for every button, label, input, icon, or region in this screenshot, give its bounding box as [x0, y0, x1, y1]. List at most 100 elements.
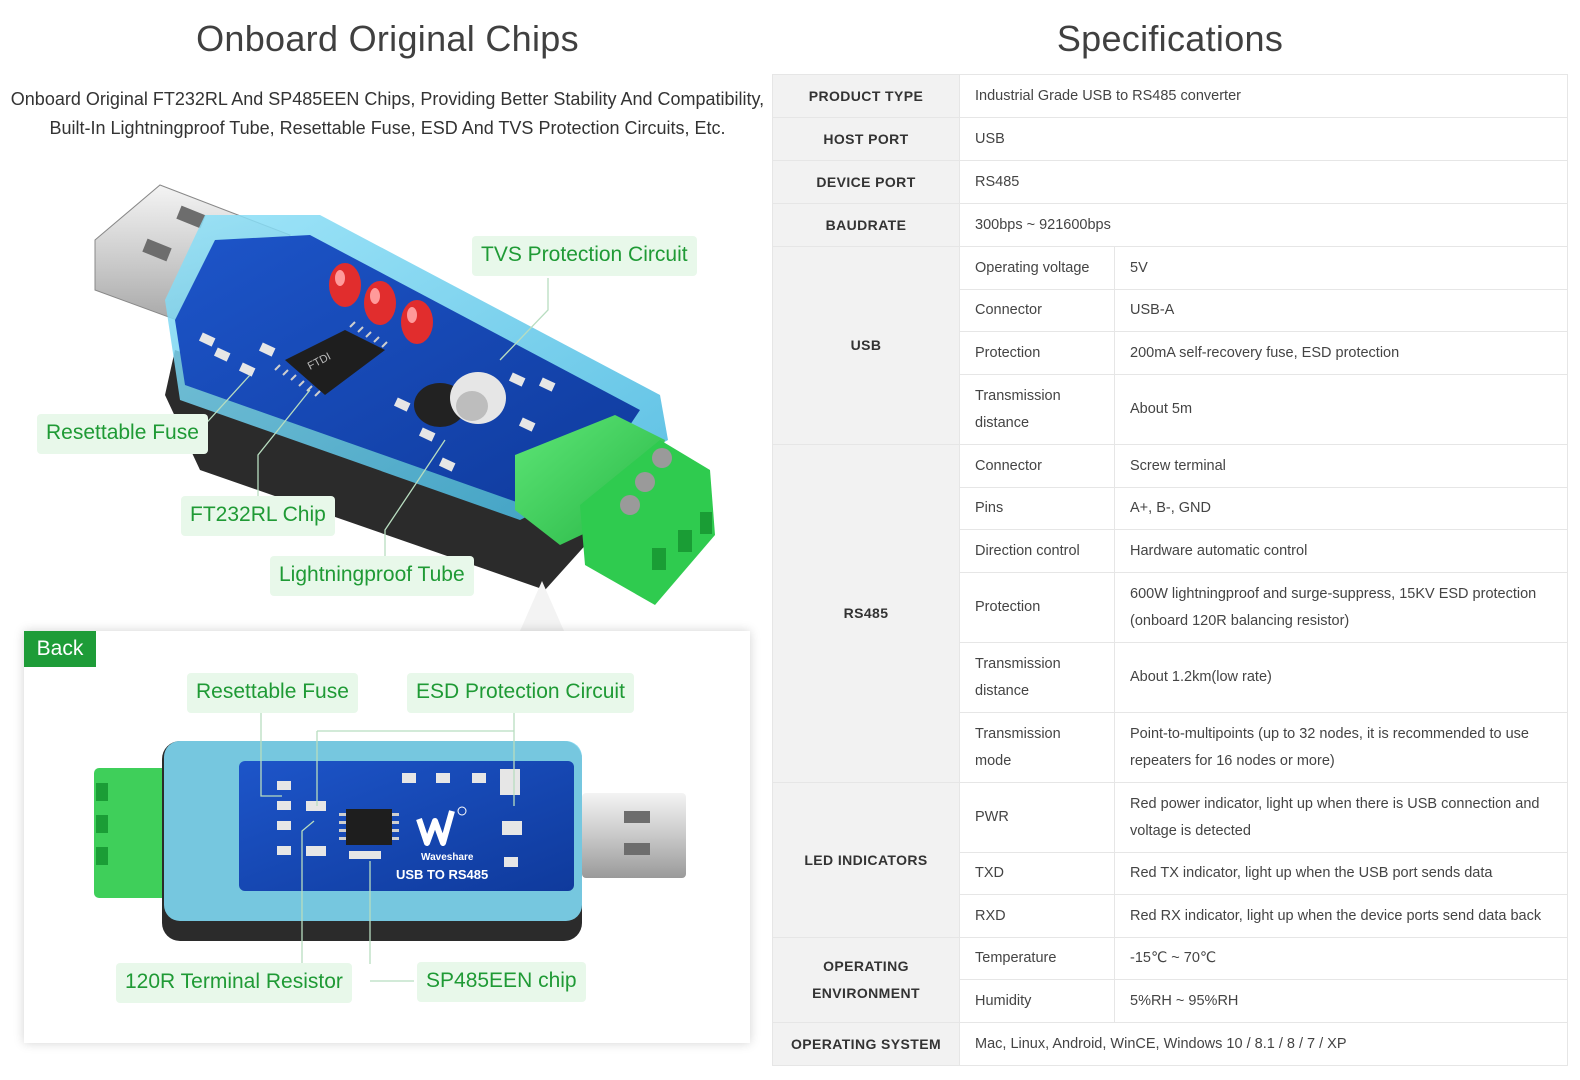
- row-header: PRODUCT TYPE: [772, 74, 960, 118]
- row-value: USB-A: [1114, 289, 1568, 332]
- callout-ft232rl-chip: FT232RL Chip: [181, 496, 335, 536]
- back-card-pointer: [520, 581, 564, 631]
- row-key: Connector: [959, 289, 1115, 332]
- row-value-line: repeaters for 16 nodes or more): [1130, 752, 1335, 769]
- front-pcb-pads: [198, 332, 556, 472]
- callout-sp485een-chip: SP485EEN chip: [417, 962, 586, 1002]
- front-pcb: [175, 235, 640, 505]
- row-value: RS485: [959, 160, 1568, 204]
- row-key: TXD: [959, 852, 1115, 895]
- back-callout-lines: [260, 713, 515, 982]
- table-row: BAUDRATE 300bps ~ 921600bps: [772, 203, 1568, 247]
- row-key: Transmission distance: [959, 374, 1115, 445]
- callout-tvs-protection: TVS Protection Circuit: [472, 236, 697, 276]
- row-value: 200mA self-recovery fuse, ESD protection: [1114, 331, 1568, 375]
- group-header-led: LED INDICATORS: [772, 782, 960, 938]
- row-key-line: Transmission: [975, 387, 1061, 404]
- back-pcb-pads: [277, 769, 522, 867]
- row-value: Red TX indicator, light up when the USB …: [1114, 852, 1568, 895]
- description-line-2: Built-In Lightningproof Tube, Resettable…: [49, 118, 726, 138]
- row-value-line: Red power indicator, light up when there…: [1130, 795, 1540, 812]
- table-row: Protection 200mA self-recovery fuse, ESD…: [773, 331, 1568, 375]
- table-row: HOST PORT USB: [772, 117, 1568, 161]
- row-key-line: mode: [975, 752, 1012, 769]
- row-value: 5%RH ~ 95%RH: [1114, 979, 1568, 1023]
- table-row: Connector USB-A: [773, 289, 1568, 332]
- callout-lightningproof-tube: Lightningproof Tube: [270, 556, 474, 596]
- red-led-indicators: [329, 263, 433, 344]
- table-row: Transmission mode Point-to-multipoints (…: [773, 712, 1568, 783]
- table-row: Direction control Hardware automatic con…: [773, 529, 1568, 573]
- row-value: 300bps ~ 921600bps: [959, 203, 1568, 247]
- back-board-illustration: Waveshare USB TO RS485: [94, 713, 686, 982]
- specifications-table: PRODUCT TYPE Industrial Grade USB to RS4…: [772, 74, 1568, 1066]
- row-header: BAUDRATE: [772, 203, 960, 247]
- back-tag: Back: [24, 631, 96, 667]
- back-pcb: [239, 761, 574, 891]
- row-key: Protection: [959, 572, 1115, 643]
- row-value: 5V: [1114, 246, 1568, 290]
- front-callout-lines: [199, 278, 549, 558]
- row-key: RXD: [959, 894, 1115, 938]
- row-value-line: 600W lightningproof and surge-suppress, …: [1130, 585, 1537, 602]
- row-value: -15℃ ~ 70℃: [1114, 937, 1568, 980]
- row-value: 600W lightningproof and surge-suppress, …: [1114, 572, 1568, 643]
- group-header-rs485: RS485: [772, 444, 960, 783]
- table-row: PRODUCT TYPE Industrial Grade USB to RS4…: [772, 74, 1568, 118]
- row-value: About 5m: [1114, 374, 1568, 445]
- back-screw-terminal: [94, 768, 169, 898]
- table-row: OPERATING ENVIRONMENT Temperature -15℃ ~…: [772, 937, 1568, 1023]
- row-key: Pins: [959, 487, 1115, 530]
- row-key-line: Transmission: [975, 725, 1061, 742]
- table-row: Humidity 5%RH ~ 95%RH: [773, 979, 1568, 1023]
- row-value: About 1.2km(low rate): [1114, 642, 1568, 713]
- table-row: DEVICE PORT RS485: [772, 160, 1568, 204]
- row-key: Direction control: [959, 529, 1115, 573]
- left-panel: Onboard Original Chips Onboard Original …: [0, 0, 775, 1080]
- row-value: Screw terminal: [1114, 444, 1568, 488]
- row-value-line: voltage is detected: [1130, 822, 1251, 839]
- row-value: USB: [959, 117, 1568, 161]
- row-key: Transmission mode: [959, 712, 1115, 783]
- left-title: Onboard Original Chips: [196, 18, 579, 59]
- row-key: Connector: [959, 444, 1115, 488]
- board-label: USB TO RS485: [396, 867, 488, 882]
- lightningproof-tube: [414, 372, 506, 427]
- description-line-1: Onboard Original FT232RL And SP485EEN Ch…: [10, 89, 765, 109]
- ft232rl-chip: FTDI: [274, 321, 388, 397]
- callout-resettable-fuse-back: Resettable Fuse: [187, 673, 358, 713]
- row-header: HOST PORT: [772, 117, 960, 161]
- row-value: Industrial Grade USB to RS485 converter: [959, 74, 1568, 118]
- row-key: Humidity: [959, 979, 1115, 1023]
- callout-120r-resistor: 120R Terminal Resistor: [116, 963, 352, 1003]
- table-row: USB Operating voltage 5V: [772, 246, 1568, 445]
- callout-esd-protection: ESD Protection Circuit: [407, 673, 634, 713]
- back-view-card: Back: [24, 631, 750, 1043]
- specifications-title: Specifications: [1056, 18, 1284, 59]
- sp485een-chip: [339, 809, 399, 845]
- row-key-line: distance: [975, 682, 1030, 699]
- table-row: RXD Red RX indicator, light up when the …: [773, 894, 1568, 938]
- row-value: Mac, Linux, Android, WinCE, Windows 10 /…: [959, 1022, 1568, 1066]
- table-row: Pins A+, B-, GND: [773, 487, 1568, 530]
- group-header-usb: USB: [772, 246, 960, 445]
- callout-resettable-fuse-front: Resettable Fuse: [37, 414, 208, 454]
- table-row: LED INDICATORS PWR Red power indicator, …: [772, 782, 1568, 938]
- row-key: Protection: [959, 331, 1115, 375]
- group-header-environment: OPERATING ENVIRONMENT: [772, 937, 960, 1023]
- table-row: OPERATING SYSTEM Mac, Linux, Android, Wi…: [772, 1022, 1568, 1066]
- row-value: Red power indicator, light up when there…: [1114, 782, 1568, 853]
- board-brand: Waveshare: [421, 852, 474, 863]
- row-header: OPERATING SYSTEM: [772, 1022, 960, 1066]
- row-key: Transmission distance: [959, 642, 1115, 713]
- row-value: Hardware automatic control: [1114, 529, 1568, 573]
- table-row: RS485 Connector Screw terminal: [772, 444, 1568, 783]
- group-header-line: OPERATING: [823, 958, 909, 974]
- front-board-illustration: FTDI: [94, 184, 715, 605]
- row-key: Operating voltage: [959, 246, 1115, 290]
- row-key-line: Transmission: [975, 655, 1061, 672]
- row-value: Point-to-multipoints (up to 32 nodes, it…: [1114, 712, 1568, 783]
- row-value-line: Point-to-multipoints (up to 32 nodes, it…: [1130, 725, 1529, 742]
- row-value: A+, B-, GND: [1114, 487, 1568, 530]
- group-header-line: ENVIRONMENT: [812, 985, 920, 1001]
